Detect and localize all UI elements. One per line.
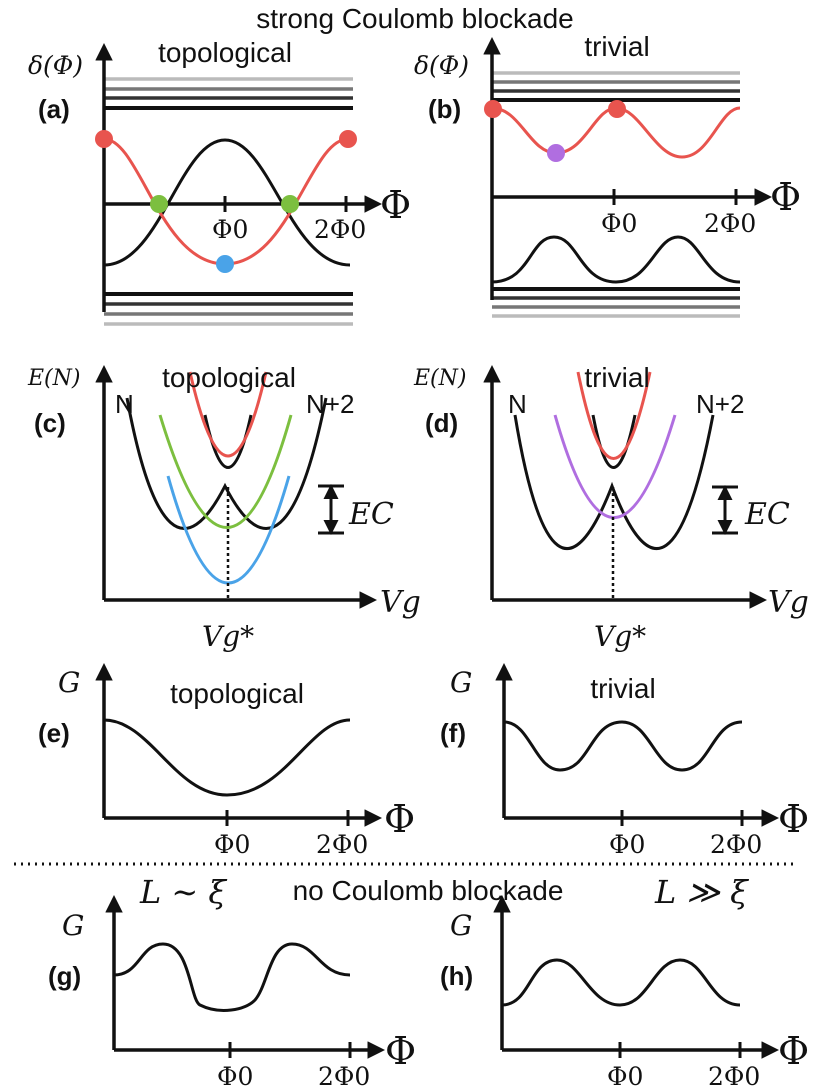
panel-c-gap-label: EC — [348, 497, 394, 532]
panel-a-red-dot — [339, 130, 357, 148]
panel-c-parabolas-n — [125, 397, 328, 530]
panel-b-tick-label: 2Φ0 — [704, 209, 756, 238]
panel-b-tick-label: Φ0 — [601, 209, 637, 238]
panel-g-curve — [113, 942, 351, 1012]
panel-h-label: (h) — [440, 961, 473, 991]
panel-c-red-parabola — [188, 371, 268, 458]
panel-f-title: trivial — [590, 673, 655, 704]
panel-c-xlabel: Vg — [380, 585, 421, 620]
panel-d-title: trivial — [584, 362, 649, 393]
panel-h-ylabel: G — [450, 909, 472, 942]
panel-c: topological E(N) (c) N N+2 EC Vg Vg* — [27, 362, 421, 653]
panel-a-tick-label: Φ0 — [212, 215, 248, 244]
panel-e-xlabel: Φ — [384, 797, 415, 841]
panel-d-parabolas-n — [513, 414, 715, 550]
panel-h: G (h) Φ Φ0 2Φ0 — [440, 895, 809, 1089]
panel-g-ylabel: G — [62, 909, 84, 942]
panel-d-curve-right-label: N+2 — [696, 389, 744, 419]
panel-c-gap-marker — [318, 484, 344, 535]
panel-d-xlabel: Vg — [768, 585, 809, 620]
panel-c-ylabel: E(N) — [27, 366, 80, 391]
panel-d-red-parabola — [576, 371, 652, 460]
panel-f: trivial G (f) Φ Φ0 2Φ0 — [440, 663, 809, 859]
panel-f-tick-label: 2Φ0 — [710, 830, 762, 859]
panel-c-title: topological — [162, 362, 296, 393]
panel-f-label: (f) — [440, 718, 466, 748]
panel-b-ylabel: δ(Φ) — [414, 51, 469, 80]
panel-h-tick-label: 2Φ0 — [708, 1062, 760, 1089]
panel-e: topological G (e) Φ Φ0 2Φ0 — [38, 663, 415, 859]
panel-a-black-curve — [103, 138, 351, 267]
panel-d-xtick-label: Vg* — [594, 620, 646, 653]
panel-g: G (g) Φ Φ0 2Φ0 — [48, 895, 416, 1089]
panel-d-gap-marker — [712, 485, 738, 535]
panel-f-xlabel: Φ — [778, 797, 809, 841]
panel-e-tick-label: 2Φ0 — [316, 830, 368, 859]
panel-d: trivial E(N) (d) N N+2 EC Vg Vg* — [413, 362, 809, 653]
panel-f-tick-label: Φ0 — [609, 830, 645, 859]
regime-left-label: L ∼ ξ — [139, 873, 227, 911]
panel-b-xlabel: Φ — [770, 175, 801, 219]
panel-a-green-dot — [150, 195, 168, 213]
panel-c-curve-left-label: N — [115, 389, 134, 419]
panel-g-xlabel: Φ — [385, 1029, 416, 1073]
figure-title: strong Coulomb blockade — [256, 3, 574, 34]
middle-title: no Coulomb blockade — [293, 875, 564, 906]
panel-c-curve-right-label: N+2 — [306, 389, 354, 419]
panel-h-xlabel: Φ — [778, 1029, 809, 1073]
panel-e-tick-label: Φ0 — [214, 830, 250, 859]
panel-b-purple-dot — [547, 144, 565, 162]
panel-e-curve — [103, 718, 351, 797]
panel-b-title: trivial — [584, 31, 649, 62]
panel-e-title: topological — [170, 678, 304, 709]
panel-c-blue-parabola — [166, 475, 291, 585]
panel-f-ylabel: G — [450, 666, 472, 699]
panel-b-bands — [492, 71, 740, 318]
panel-a-tick-label: 2Φ0 — [314, 215, 366, 244]
panel-b-label: (b) — [428, 94, 461, 124]
panel-d-label: (d) — [425, 408, 458, 438]
panel-a-ylabel: δ(Φ) — [28, 51, 83, 80]
panel-d-curve-left-label: N — [508, 389, 527, 419]
panel-d-ylabel: E(N) — [413, 366, 466, 391]
panel-g-tick-label: Φ0 — [217, 1062, 253, 1089]
panel-a-blue-dot — [216, 255, 234, 273]
panel-a-label: (a) — [38, 94, 70, 124]
panel-b-black-curve — [491, 235, 741, 284]
panel-b-red-dot — [484, 100, 502, 118]
panel-d-parabola-middle — [591, 414, 637, 469]
panel-b: trivial δ(Φ) (b) Φ Φ0 2Φ0 — [414, 31, 801, 318]
panel-h-tick-label: Φ0 — [607, 1062, 643, 1089]
panel-e-label: (e) — [38, 718, 70, 748]
panel-g-label: (g) — [48, 961, 81, 991]
panel-a-title: topological — [158, 37, 292, 68]
panel-d-gap-label: EC — [744, 497, 790, 532]
panel-h-curve — [501, 958, 741, 1007]
panel-g-tick-label: 2Φ0 — [318, 1062, 370, 1089]
panel-a-red-dot — [95, 130, 113, 148]
panel-a-green-dot — [281, 195, 299, 213]
panel-e-ylabel: G — [58, 666, 80, 699]
panel-f-curve — [503, 720, 743, 772]
panel-a-bands — [104, 77, 353, 326]
panel-c-label: (c) — [34, 408, 66, 438]
panel-a: topological δ(Φ) (a) Φ Φ0 2Φ0 — [28, 37, 411, 326]
panel-a-xlabel: Φ — [380, 183, 411, 227]
panel-b-red-dot — [608, 100, 626, 118]
panel-c-xtick-label: Vg* — [202, 620, 254, 653]
regime-right-label: L ≫ ξ — [654, 873, 749, 911]
panel-c-green-parabola — [158, 414, 293, 529]
